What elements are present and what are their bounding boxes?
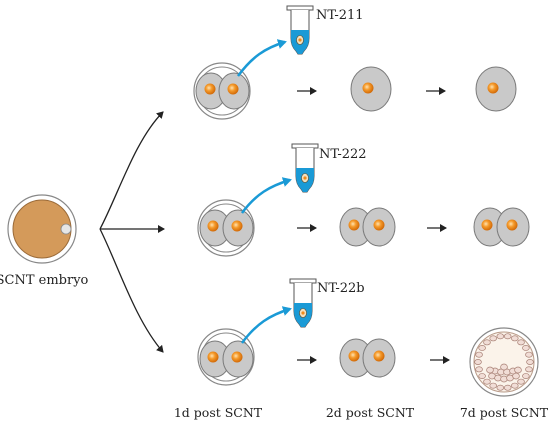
stage-label-7d: 7d post SCNT [460,405,549,420]
blastocyst-cell [478,344,486,351]
blastocyst-cell [522,373,530,380]
zygote-1d-3 [197,328,255,386]
transfer-arrow-3 [240,306,292,344]
blastocyst-cell [489,335,497,342]
blastocyst-cell [483,339,491,346]
blastocyst-cell [503,333,512,340]
stage-label-2d: 2d post SCNT [326,405,415,420]
blastocyst-cell [478,373,486,380]
row-3: NT-22b [197,278,539,397]
blastocyst-cell [517,378,525,385]
embryo-7d-1 [475,66,517,112]
tube-2 [291,143,319,193]
embryo-2d-3 [339,338,396,378]
blastocyst-cell [483,378,491,385]
transfer-arrow-1 [236,39,287,77]
blastocyst-cell [500,363,508,371]
blastocyst-cell [511,335,519,342]
blastocyst-cell [522,344,530,351]
embryo-7d-2 [473,207,530,247]
blastocyst-cell [514,366,522,374]
embryo-2d-2 [339,207,396,247]
blastocyst-cell [503,384,512,391]
zygote-1d-2 [197,199,255,257]
tube-label-2: NT-222 [319,147,367,162]
tube-3 [289,278,317,328]
blastocyst-cell [517,339,525,346]
scnt-embryo [7,194,77,264]
blastocyst-cell [525,366,533,373]
source-label: SCNT embryo [0,273,89,288]
blastocyst-cell [489,382,497,389]
blastocyst-cell [496,333,505,340]
stage-label-1d: 1d post SCNT [174,405,263,420]
tube-label-3: NT-22b [317,281,365,296]
blastocyst-cell [486,366,494,374]
transfer-arrow-2 [240,177,292,214]
tube-label-1: NT-211 [316,8,364,23]
blastocyst-cell [475,351,483,358]
blastocyst-cell [525,351,533,358]
zygote-1d [193,62,251,120]
blastocyst-cell [496,384,505,391]
row-2: NT-222 [197,143,530,257]
blastocyst-cell [526,359,534,365]
row-1: NT-211 [193,5,517,120]
blastocyst-cell [474,359,482,365]
tube-1 [286,5,314,55]
embryo-2d-1 [350,66,392,112]
branch-arrows [99,111,165,353]
blastocyst-7d [469,327,539,397]
blastocyst-cell [475,366,483,373]
blastocyst-cell [511,382,519,389]
blastocyst-cells [474,333,534,391]
